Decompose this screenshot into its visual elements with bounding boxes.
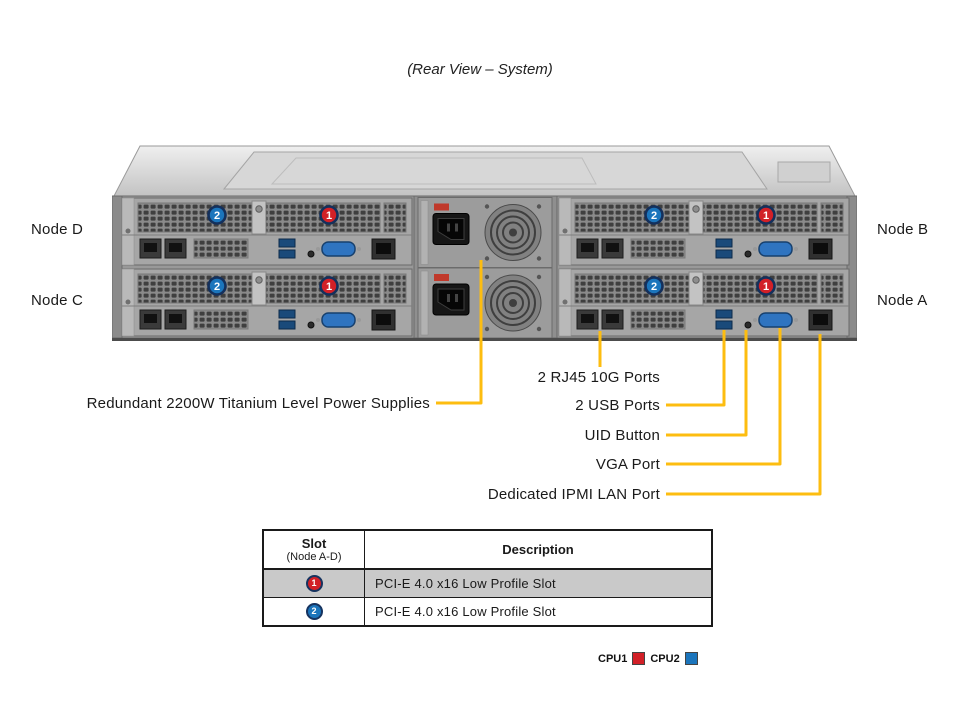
cpu1-label: CPU1 — [598, 652, 628, 665]
node-a-sled — [557, 267, 851, 338]
cpu2-label: CPU2 — [650, 652, 680, 665]
slot2-description: PCI-E 4.0 x16 Low Profile Slot — [375, 604, 556, 619]
node-b-sled — [557, 196, 851, 267]
table-row-slot1: 1 PCI-E 4.0 x16 Low Profile Slot — [264, 570, 711, 598]
psu-bottom — [417, 267, 553, 339]
description-column-header: Description — [502, 542, 574, 557]
node-d-label: Node D — [31, 221, 84, 238]
node-a-label: Node A — [877, 292, 928, 309]
ipmi-callout-label: Dedicated IPMI LAN Port — [487, 486, 660, 503]
cpu2-swatch — [684, 652, 698, 665]
node-c-label: Node C — [31, 292, 84, 309]
node-b-label: Node B — [877, 221, 929, 238]
slot1-description: PCI-E 4.0 x16 Low Profile Slot — [375, 576, 556, 591]
uid-callout-label: UID Button — [584, 427, 660, 444]
chassis-lid — [113, 145, 856, 197]
node-c-sled — [120, 267, 414, 338]
usb-callout-label: 2 USB Ports — [575, 397, 660, 414]
rj45-callout-label: 2 RJ45 10G Ports — [537, 369, 660, 386]
cpu1-swatch — [632, 652, 646, 665]
slot-column-header: Slot (Node A-D) — [264, 531, 365, 568]
uid-callout-line — [666, 330, 748, 437]
slot-table: Slot (Node A-D) Description 1 PCI-E 4.0 … — [262, 529, 713, 627]
table-header-row: Slot (Node A-D) Description — [264, 531, 711, 570]
chassis-illustration: 2 1 — [112, 145, 857, 341]
slot1-badge: 1 — [305, 575, 323, 592]
ipmi-callout-line — [666, 334, 822, 496]
page-title: (Rear View – System) — [407, 61, 553, 78]
vga-callout-line — [666, 328, 782, 466]
psu-callout-label: Redundant 2200W Titanium Level Power Sup… — [86, 395, 430, 412]
slot2-badge: 2 — [305, 603, 323, 620]
chassis-body — [112, 195, 857, 341]
table-row-slot2: 2 PCI-E 4.0 x16 Low Profile Slot — [264, 598, 711, 625]
cpu-legend: CPU1 CPU2 — [598, 652, 698, 665]
vga-callout-label: VGA Port — [595, 456, 660, 473]
psu-top — [417, 196, 553, 269]
node-d-sled — [120, 196, 414, 267]
